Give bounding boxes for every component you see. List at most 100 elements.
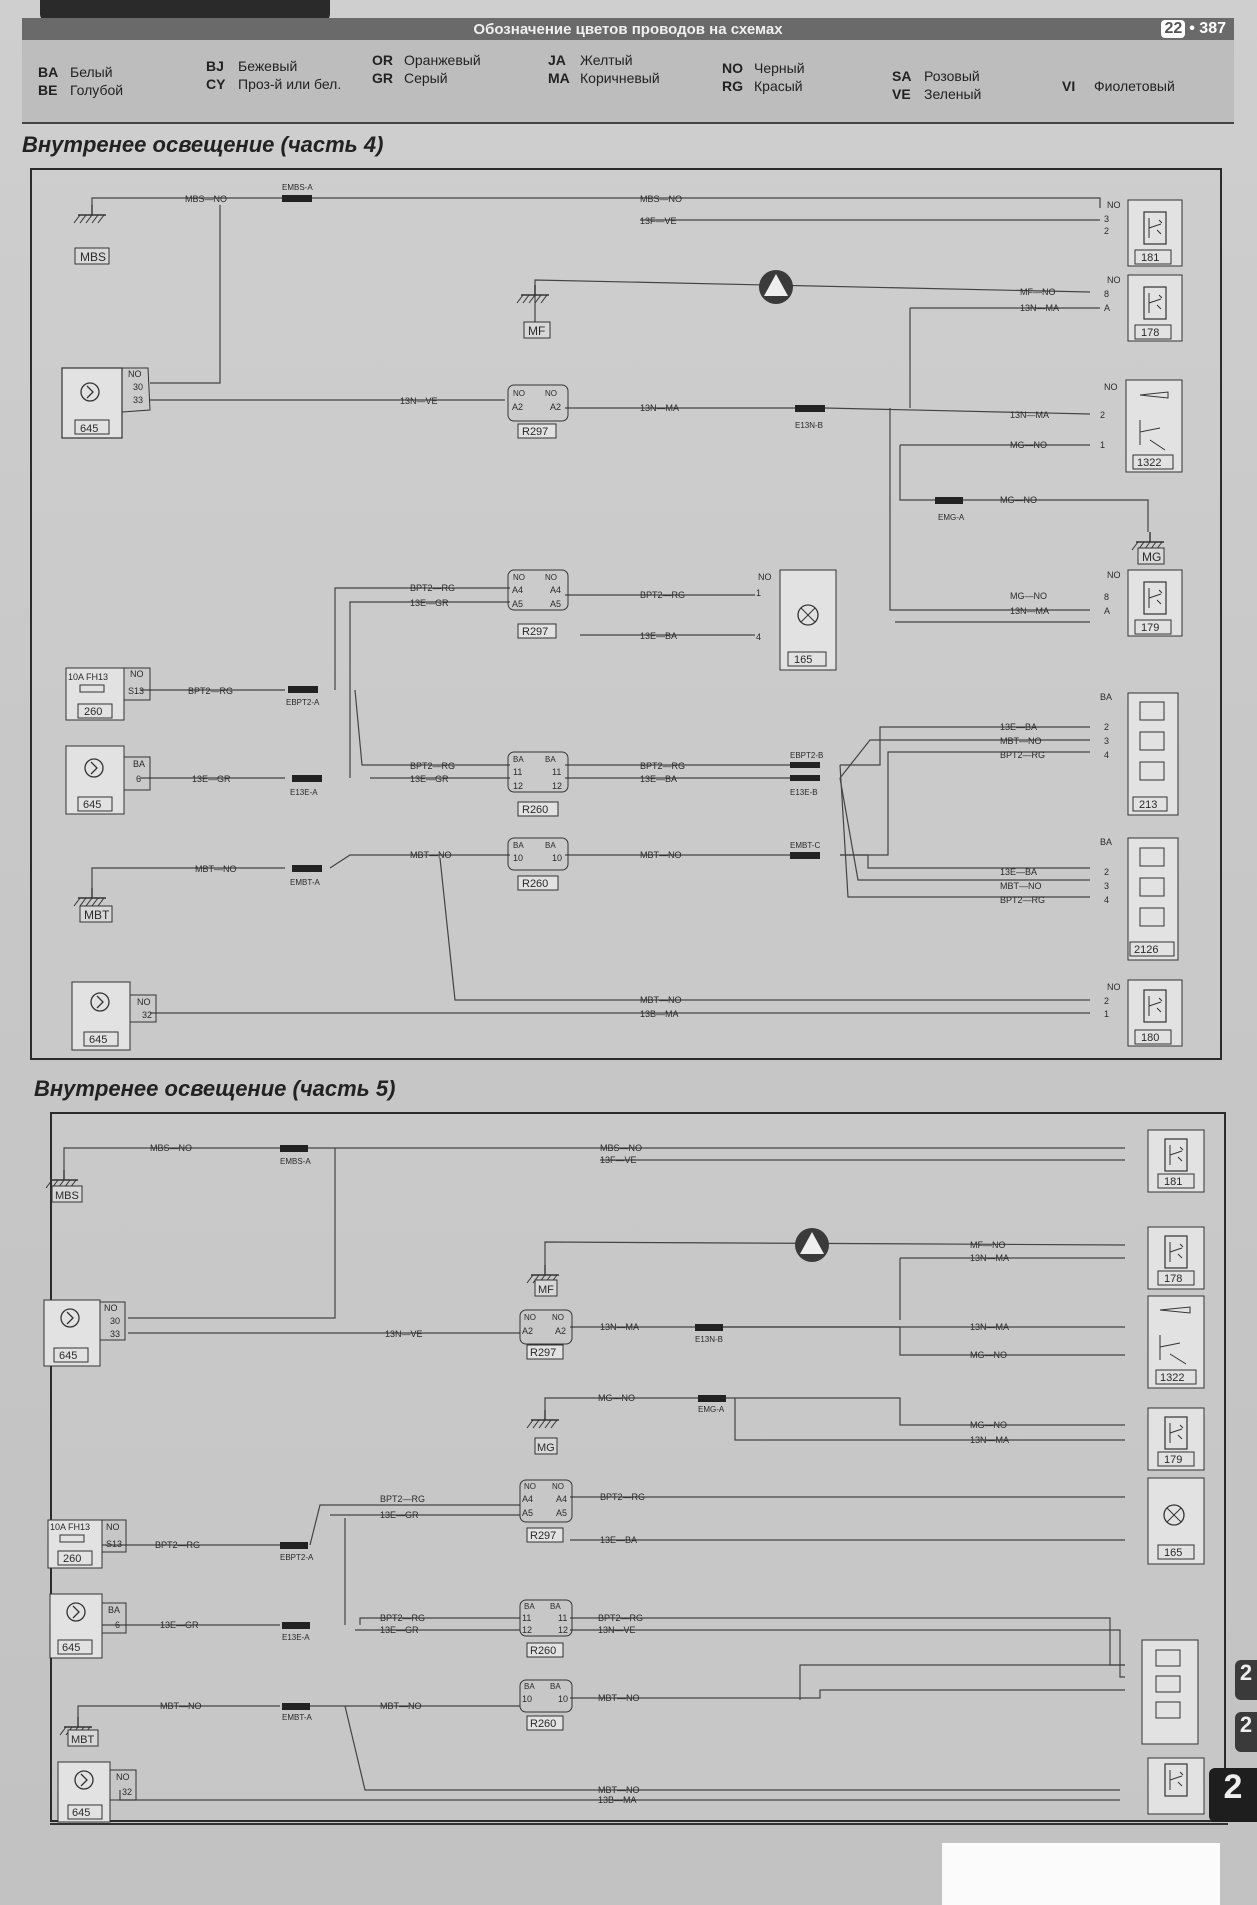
svg-text:13F—VE: 13F—VE xyxy=(640,216,677,226)
svg-text:MBT—NO: MBT—NO xyxy=(195,864,237,874)
svg-text:MBT—NO: MBT—NO xyxy=(598,1785,640,1795)
svg-text:EMBS-A: EMBS-A xyxy=(280,1157,311,1166)
paper-patch xyxy=(942,1843,1220,1905)
svg-text:179: 179 xyxy=(1141,622,1159,634)
svg-text:4: 4 xyxy=(756,632,761,642)
svg-text:BPT2—RG: BPT2—RG xyxy=(410,761,455,771)
svg-text:11: 11 xyxy=(552,767,561,777)
ground-label: MG xyxy=(1142,550,1161,564)
ground-symbol xyxy=(526,1409,560,1429)
section-title-part4: Внутренее освещение (часть 4) xyxy=(22,132,384,157)
svg-text:BA: BA xyxy=(513,841,524,850)
svg-text:4: 4 xyxy=(1104,750,1109,760)
svg-text:MG—NO: MG—NO xyxy=(970,1420,1007,1430)
ground-symbol xyxy=(73,887,107,907)
svg-text:2: 2 xyxy=(1104,226,1109,236)
ground-symbol xyxy=(516,284,550,304)
component-260-fuse: 10A FH13 260 NO S13 xyxy=(47,1519,127,1569)
svg-text:11: 11 xyxy=(522,1613,531,1623)
svg-text:MBT—NO: MBT—NO xyxy=(1000,881,1042,891)
svg-text:12: 12 xyxy=(558,1625,568,1635)
svg-text:A: A xyxy=(1104,303,1110,313)
component-switch-block xyxy=(1141,1639,1199,1745)
chapter-badge: 22 xyxy=(1161,20,1186,38)
chapter-tab[interactable]: 2 xyxy=(1235,1712,1257,1752)
svg-text:A2: A2 xyxy=(512,402,523,412)
svg-text:178: 178 xyxy=(1164,1273,1182,1285)
svg-text:645: 645 xyxy=(72,1807,90,1819)
svg-text:MBT—NO: MBT—NO xyxy=(598,1693,640,1703)
svg-text:13E—BA: 13E—BA xyxy=(1000,867,1037,877)
splice-block xyxy=(790,762,820,768)
svg-text:2: 2 xyxy=(1104,722,1109,732)
svg-text:MBT—NO: MBT—NO xyxy=(160,1701,202,1711)
svg-text:MBT—NO: MBT—NO xyxy=(640,850,682,860)
chapter-tab[interactable]: 2 xyxy=(1235,1660,1257,1700)
component-645: 645 NO 32 xyxy=(57,1761,137,1823)
svg-text:NO: NO xyxy=(524,1482,536,1491)
svg-text:NO: NO xyxy=(1107,570,1121,580)
splice-labels-part5: EMBS-A E13N-B EMG-A EBPT2-A E13E-A EMBT-… xyxy=(280,1157,725,1722)
svg-text:R260: R260 xyxy=(522,804,548,816)
component-165: 165 xyxy=(1147,1477,1205,1565)
svg-text:33: 33 xyxy=(110,1329,120,1339)
svg-text:R297: R297 xyxy=(522,426,548,438)
svg-text:MBS—NO: MBS—NO xyxy=(185,194,227,204)
svg-text:BPT2—RG: BPT2—RG xyxy=(598,1613,643,1623)
svg-text:8: 8 xyxy=(1104,289,1109,299)
svg-text:2: 2 xyxy=(1104,996,1109,1006)
svg-text:32: 32 xyxy=(142,1010,152,1020)
component-1322: 1322 NO 2 1 xyxy=(1100,379,1183,473)
svg-text:13N—MA: 13N—MA xyxy=(1020,303,1059,313)
splice-block xyxy=(282,1703,310,1710)
part5-wires xyxy=(63,1147,1126,1801)
svg-text:A2: A2 xyxy=(550,402,561,412)
svg-text:A4: A4 xyxy=(556,1494,567,1504)
svg-text:MF—NO: MF—NO xyxy=(970,1240,1006,1250)
svg-text:30: 30 xyxy=(110,1316,120,1326)
svg-text:13E—GR: 13E—GR xyxy=(380,1510,419,1520)
svg-text:10: 10 xyxy=(558,1694,568,1704)
component-181: 181 NO 3 2 xyxy=(1104,199,1183,267)
splice-labels-part4: EMBS-A E13N-B EMG-A EBPT2-A E13E-A EMBT-… xyxy=(282,183,965,887)
svg-text:8: 8 xyxy=(1104,592,1109,602)
svg-text:3: 3 xyxy=(1104,736,1109,746)
page-divider xyxy=(50,1823,1228,1825)
svg-text:1: 1 xyxy=(1100,440,1105,450)
svg-text:645: 645 xyxy=(89,1034,107,1046)
svg-text:NO: NO xyxy=(130,669,144,679)
component-178: 178 NO 8 A xyxy=(1104,274,1183,342)
svg-text:6: 6 xyxy=(136,774,141,784)
svg-text:E13N-B: E13N-B xyxy=(695,1335,723,1344)
ground-label: MF xyxy=(538,1284,554,1296)
svg-text:MBS—NO: MBS—NO xyxy=(640,194,682,204)
svg-text:NO: NO xyxy=(128,369,142,379)
svg-text:S13: S13 xyxy=(128,686,144,696)
svg-text:13N—MA: 13N—MA xyxy=(1010,606,1049,616)
svg-text:NO: NO xyxy=(758,572,772,582)
splice-block xyxy=(795,405,825,412)
svg-text:2: 2 xyxy=(1104,867,1109,877)
svg-text:NO: NO xyxy=(1107,275,1121,285)
svg-text:BA: BA xyxy=(513,755,524,764)
component-645: 645 NO 32 xyxy=(71,981,157,1051)
svg-text:BA: BA xyxy=(550,1682,561,1691)
svg-text:13B—MA: 13B—MA xyxy=(598,1795,637,1805)
svg-text:MBS—NO: MBS—NO xyxy=(150,1143,192,1153)
svg-text:BPT2—RG: BPT2—RG xyxy=(155,1540,200,1550)
chapter-tab-active[interactable]: 2 xyxy=(1209,1768,1257,1822)
svg-text:NO: NO xyxy=(552,1482,564,1491)
svg-text:BPT2—RG: BPT2—RG xyxy=(640,761,685,771)
svg-text:13N—MA: 13N—MA xyxy=(1010,410,1049,420)
ground-label: MF xyxy=(528,324,545,338)
svg-text:MG—NO: MG—NO xyxy=(1000,495,1037,505)
ground-symbol xyxy=(1131,531,1165,551)
svg-text:E13E-A: E13E-A xyxy=(282,1633,310,1642)
component-645: 645 NO 30 33 xyxy=(43,1299,126,1367)
svg-text:NO: NO xyxy=(552,1313,564,1322)
svg-text:1: 1 xyxy=(756,588,761,598)
svg-text:A5: A5 xyxy=(522,1508,533,1518)
